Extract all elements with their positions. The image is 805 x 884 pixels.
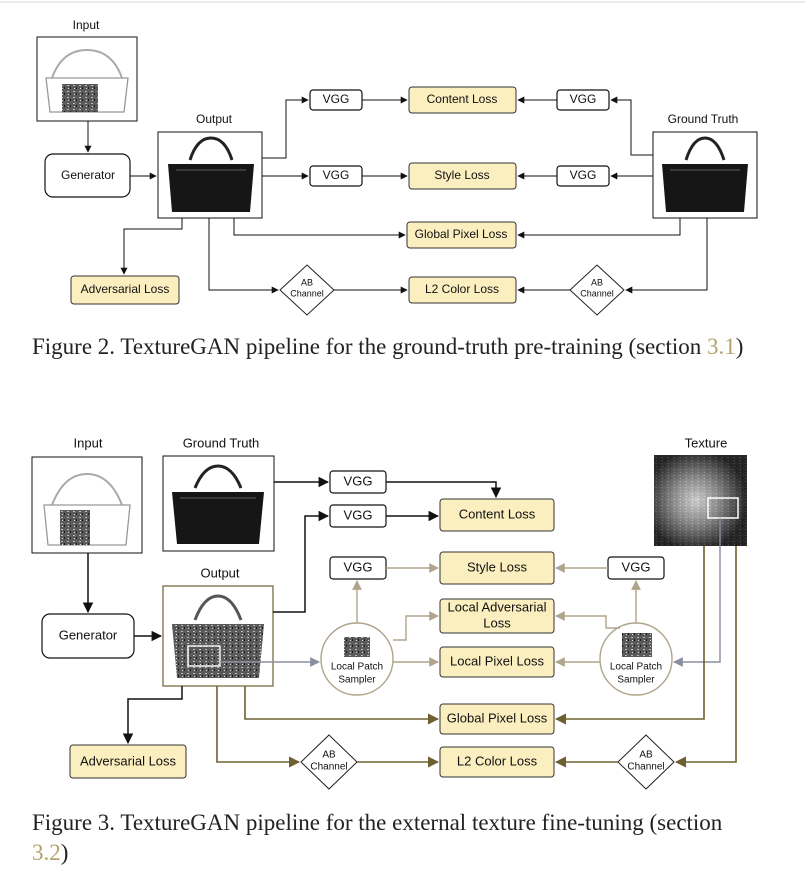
fig3-ab-channel-2	[617, 734, 675, 790]
fig3-local-pixel-loss-label: Local Pixel Loss	[450, 653, 544, 668]
fig3-ab-channel-1-channel: Channel	[310, 762, 347, 773]
figure-2-caption-end: )	[735, 334, 744, 359]
fig2-ab-channel-2-ab: AB	[591, 277, 603, 287]
fig3-content-loss-box	[439, 498, 555, 532]
fig3-ab-channel-2-channel: Channel	[627, 762, 664, 773]
fig3-sampler-2-line1: Local Patch	[610, 662, 662, 673]
fig2-vgg-1-label: VGG	[323, 92, 350, 106]
fig3-sampler-1-line1: Local Patch	[331, 662, 383, 673]
fig3-style-loss-box	[439, 551, 555, 585]
figure-3-caption-end: )	[60, 840, 69, 865]
fig3-vgg-4-label: VGG	[622, 559, 651, 574]
fig3-vgg-1-label: VGG	[344, 473, 373, 488]
fig2-vgg-4-label: VGG	[570, 168, 597, 182]
fig3-local-adversarial-loss-line2: Loss	[483, 615, 511, 630]
fig3-local-patch-sampler-1: Local Patch Sampler	[320, 622, 394, 696]
fig3-l2-color-loss-box	[439, 746, 555, 778]
figure-2: Input Output Ground Truth Generator VGG …	[36, 18, 758, 316]
fig3-global-pixel-loss-label: Global Pixel Loss	[447, 710, 548, 725]
fig3-content-loss-label: Content Loss	[459, 506, 536, 521]
fig3-input-label: Input	[74, 435, 103, 450]
fig3-ground-truth-label: Ground Truth	[183, 435, 260, 450]
fig2-ab-channel-1-channel: Channel	[290, 288, 324, 298]
fig2-generator-label: Generator	[61, 168, 115, 182]
fig3-output-image	[162, 585, 274, 687]
fig2-l2-color-loss-label: L2 Color Loss	[425, 282, 499, 296]
fig2-adversarial-loss-box	[70, 275, 180, 305]
figure-3-caption-text: Figure 3. TextureGAN pipeline for the ex…	[32, 810, 723, 835]
fig3-l2-color-loss-label: L2 Color Loss	[457, 753, 538, 768]
fig3-ab-channel-2-ab: AB	[639, 750, 653, 761]
fig3-sampler-2-line2: Sampler	[617, 675, 655, 686]
fig3-local-patch-sampler-2: Local Patch Sampler	[599, 622, 673, 696]
fig2-style-loss-box	[408, 162, 517, 190]
fig2-ab-channel-2-channel: Channel	[580, 288, 614, 298]
fig3-adversarial-loss-label: Adversarial Loss	[80, 753, 177, 768]
figure-2-caption: Figure 2. TextureGAN pipeline for the gr…	[32, 332, 762, 362]
fig3-ground-truth-image	[162, 455, 275, 552]
fig2-content-loss-label: Content Loss	[427, 92, 498, 106]
fig2-input-label: Input	[73, 18, 100, 32]
fig2-ab-channel-1	[279, 264, 335, 316]
figure-2-caption-text: Figure 2. TextureGAN pipeline for the gr…	[32, 334, 708, 359]
fig3-global-pixel-loss-box	[439, 703, 555, 735]
fig3-generator-label: Generator	[59, 627, 118, 642]
fig3-texture-image	[654, 455, 747, 546]
fig2-ab-channel-2	[569, 264, 625, 316]
fig3-local-adversarial-loss-line1: Local Adversarial	[448, 599, 547, 614]
fig2-style-loss-label: Style Loss	[434, 168, 489, 182]
fig3-ab-channel-1	[300, 734, 358, 790]
figure-2-caption-ref[interactable]: 3.1	[707, 334, 736, 359]
fig2-global-pixel-loss-label: Global Pixel Loss	[415, 227, 508, 241]
fig3-input-image	[31, 456, 143, 554]
fig3-adversarial-loss-box	[69, 744, 187, 779]
fig2-output-image	[157, 131, 263, 219]
fig2-vgg-3-label: VGG	[570, 92, 597, 106]
fig3-output-label: Output	[200, 565, 239, 580]
fig3-style-loss-label: Style Loss	[467, 559, 527, 574]
fig2-global-pixel-loss-box	[406, 221, 517, 249]
fig2-ab-channel-1-ab: AB	[301, 277, 313, 287]
fig2-l2-color-loss-box	[408, 276, 517, 304]
fig3-ab-channel-1-ab: AB	[322, 750, 336, 761]
fig2-connectors	[84, 96, 708, 294]
fig2-vgg-2-label: VGG	[323, 168, 350, 182]
figure-3-caption: Figure 3. TextureGAN pipeline for the ex…	[32, 808, 762, 868]
fig3-local-pixel-loss-box	[439, 646, 555, 678]
fig2-ground-truth-label: Ground Truth	[668, 112, 739, 126]
fig2-output-label: Output	[196, 112, 233, 126]
fig2-adversarial-loss-label: Adversarial Loss	[81, 282, 170, 296]
fig3-vgg-3-label: VGG	[344, 559, 373, 574]
fig3-local-adversarial-loss-box	[439, 598, 555, 634]
fig2-input-image	[36, 36, 138, 122]
fig2-content-loss-box	[408, 86, 517, 114]
fig3-sampler-1-line2: Sampler	[338, 675, 376, 686]
fig3-vgg-2-label: VGG	[344, 507, 373, 522]
fig3-connectors	[82, 476, 737, 768]
fig3-texture-label: Texture	[685, 435, 728, 450]
fig2-ground-truth-image	[652, 131, 758, 219]
figure-3: Input Ground Truth Texture Output	[31, 435, 747, 790]
figure-3-caption-ref[interactable]: 3.2	[32, 840, 61, 865]
